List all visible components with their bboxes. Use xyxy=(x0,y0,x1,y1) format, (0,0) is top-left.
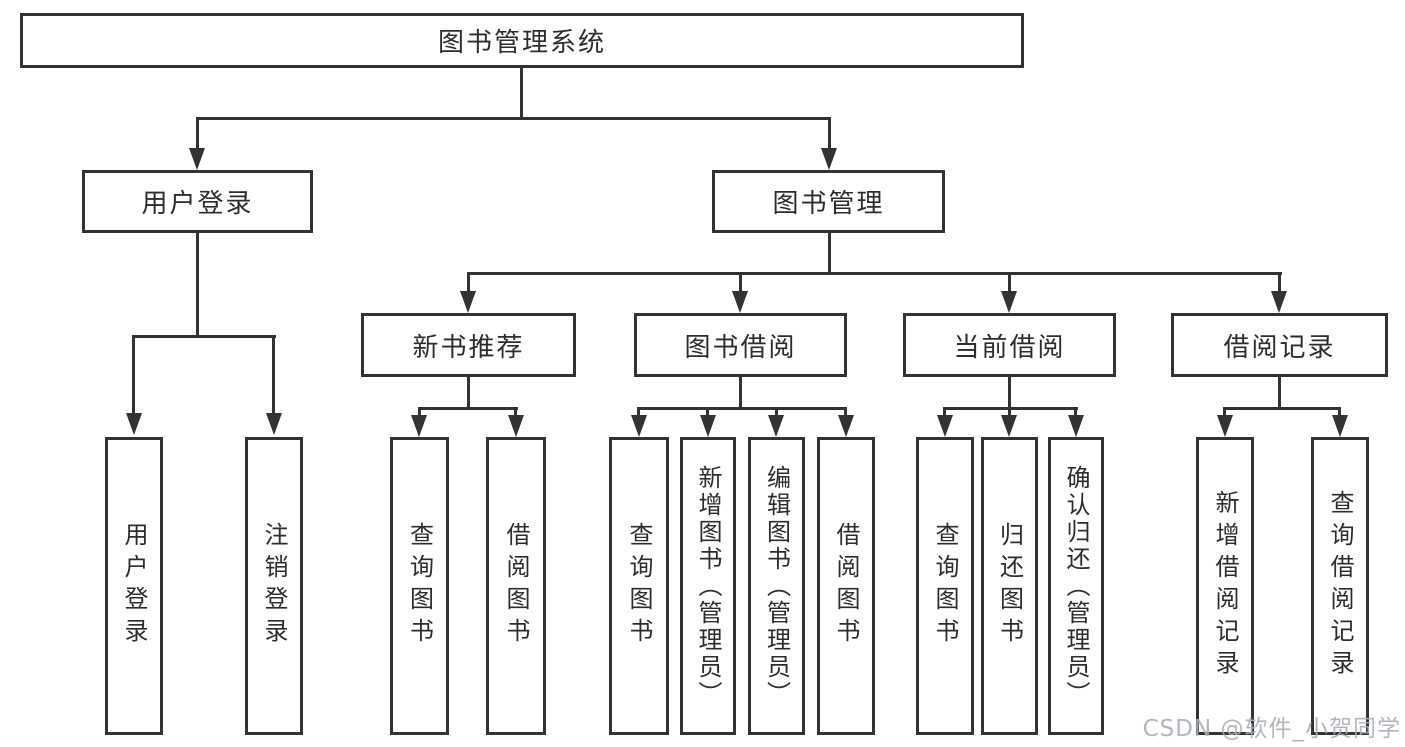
arrow-down-icon xyxy=(631,415,647,437)
connector-login-rail xyxy=(132,335,276,338)
arrow-down-icon xyxy=(266,413,282,435)
leaf-edit-book-admin-label: 编辑图书（管理员） xyxy=(762,464,791,708)
leaf-confirm-return-admin: 确认归还（管理员） xyxy=(1048,437,1104,735)
node-book-management: 图书管理 xyxy=(712,170,945,233)
arrow-down-icon xyxy=(1271,291,1287,313)
leaf-borrow-books-newbooks-label: 借阅图书 xyxy=(502,522,530,650)
connector-level3-shaft-4 xyxy=(1278,272,1281,293)
leaf-borrow-books-borrow: 借阅图书 xyxy=(817,437,875,735)
connector-login-shaft-1 xyxy=(132,335,135,415)
node-borrow-records-label: 借阅记录 xyxy=(1223,332,1336,363)
leaf-add-book-admin-label: 新增图书（管理员） xyxy=(694,464,722,708)
connector-level2-rail xyxy=(196,117,831,120)
arrow-down-icon xyxy=(937,415,953,437)
arrow-down-icon xyxy=(1332,415,1348,437)
arrow-down-icon xyxy=(1217,415,1233,437)
node-book-borrow-label: 图书借阅 xyxy=(684,332,797,363)
leaf-add-book-admin: 新增图书（管理员） xyxy=(680,437,736,735)
node-user-login: 用户登录 xyxy=(82,170,313,233)
node-user-login-label: 用户登录 xyxy=(141,189,254,219)
arrow-down-icon xyxy=(189,148,205,170)
node-new-book-recommend: 新书推荐 xyxy=(361,313,576,377)
connector-current-shaft-2 xyxy=(1008,407,1011,417)
arrow-down-icon xyxy=(1068,415,1084,437)
connector-level2-shaft-left xyxy=(196,117,199,150)
connector-records-shaft-2 xyxy=(1338,407,1341,417)
connector-root-stem xyxy=(520,68,523,120)
node-root-label: 图书管理系统 xyxy=(437,28,606,58)
leaf-query-borrow-record: 查询借阅记录 xyxy=(1311,437,1369,735)
csdn-watermark: CSDN @软件_小贺同学 xyxy=(1142,716,1401,742)
connector-borrow-shaft-2 xyxy=(706,407,709,417)
arrow-down-icon xyxy=(768,415,784,437)
connector-borrow-shaft-4 xyxy=(844,407,847,417)
connector-records-stem xyxy=(1278,377,1281,409)
connector-records-shaft-1 xyxy=(1223,407,1226,417)
arrow-down-icon xyxy=(460,291,476,313)
connector-level3-shaft-2 xyxy=(739,272,742,293)
connector-level3-shaft-3 xyxy=(1008,272,1011,293)
connector-current-shaft-3 xyxy=(1074,407,1077,417)
leaf-return-books-label: 归还图书 xyxy=(995,522,1024,650)
connector-newbooks-shaft-2 xyxy=(514,407,517,417)
leaf-confirm-return-admin-label: 确认归还（管理员） xyxy=(1062,464,1090,708)
leaf-add-borrow-record: 新增借阅记录 xyxy=(1196,437,1254,735)
arrow-down-icon xyxy=(1001,291,1017,313)
connector-newbooks-shaft-1 xyxy=(418,407,421,417)
connector-records-rail xyxy=(1223,407,1341,410)
connector-borrow-stem xyxy=(739,377,742,409)
connector-current-shaft-1 xyxy=(943,407,946,417)
arrow-down-icon xyxy=(821,148,837,170)
connector-newbooks-rail xyxy=(418,407,518,410)
leaf-query-books-current: 查询图书 xyxy=(916,437,974,735)
node-borrow-records: 借阅记录 xyxy=(1171,313,1388,377)
connector-borrow-shaft-1 xyxy=(637,407,640,417)
arrow-down-icon xyxy=(838,415,854,437)
connector-login-shaft-2 xyxy=(272,335,275,415)
connector-level2-shaft-right xyxy=(828,117,831,150)
node-book-management-label: 图书管理 xyxy=(772,189,885,219)
leaf-borrow-books-newbooks: 借阅图书 xyxy=(486,437,546,735)
leaf-query-books-newbooks-label: 查询图书 xyxy=(405,522,434,650)
connector-login-stem xyxy=(196,233,199,337)
arrow-down-icon xyxy=(732,291,748,313)
leaf-add-borrow-record-label: 新增借阅记录 xyxy=(1211,490,1239,682)
connector-level3-rail xyxy=(467,272,1282,275)
leaf-logout: 注销登录 xyxy=(245,437,303,735)
leaf-query-books-current-label: 查询图书 xyxy=(931,522,959,650)
leaf-query-books-newbooks: 查询图书 xyxy=(390,437,449,735)
leaf-edit-book-admin: 编辑图书（管理员） xyxy=(748,437,805,735)
connector-borrow-rail xyxy=(637,407,847,410)
connector-management-stem xyxy=(828,233,831,274)
connector-current-stem xyxy=(1008,377,1011,409)
node-current-borrow-label: 当前借阅 xyxy=(953,332,1066,363)
arrow-down-icon xyxy=(126,413,142,435)
arrow-down-icon xyxy=(700,415,716,437)
arrow-down-icon xyxy=(1001,415,1017,437)
leaf-borrow-books-borrow-label: 借阅图书 xyxy=(832,522,860,650)
node-book-borrow: 图书借阅 xyxy=(634,313,847,377)
leaf-user-login: 用户登录 xyxy=(105,437,163,735)
connector-level3-shaft-1 xyxy=(467,272,470,293)
node-root: 图书管理系统 xyxy=(20,13,1024,68)
node-new-book-recommend-label: 新书推荐 xyxy=(412,332,525,363)
leaf-query-books-borrow-label: 查询图书 xyxy=(625,522,653,650)
connector-newbooks-stem xyxy=(467,377,470,409)
node-current-borrow: 当前借阅 xyxy=(903,313,1116,377)
arrow-down-icon xyxy=(411,415,427,437)
connector-borrow-shaft-3 xyxy=(775,407,778,417)
arrow-down-icon xyxy=(508,415,524,437)
leaf-user-login-label: 用户登录 xyxy=(120,522,148,650)
leaf-query-books-borrow: 查询图书 xyxy=(609,437,669,735)
leaf-logout-label: 注销登录 xyxy=(260,522,288,650)
leaf-query-borrow-record-label: 查询借阅记录 xyxy=(1326,490,1354,682)
leaf-return-books: 归还图书 xyxy=(981,437,1038,735)
